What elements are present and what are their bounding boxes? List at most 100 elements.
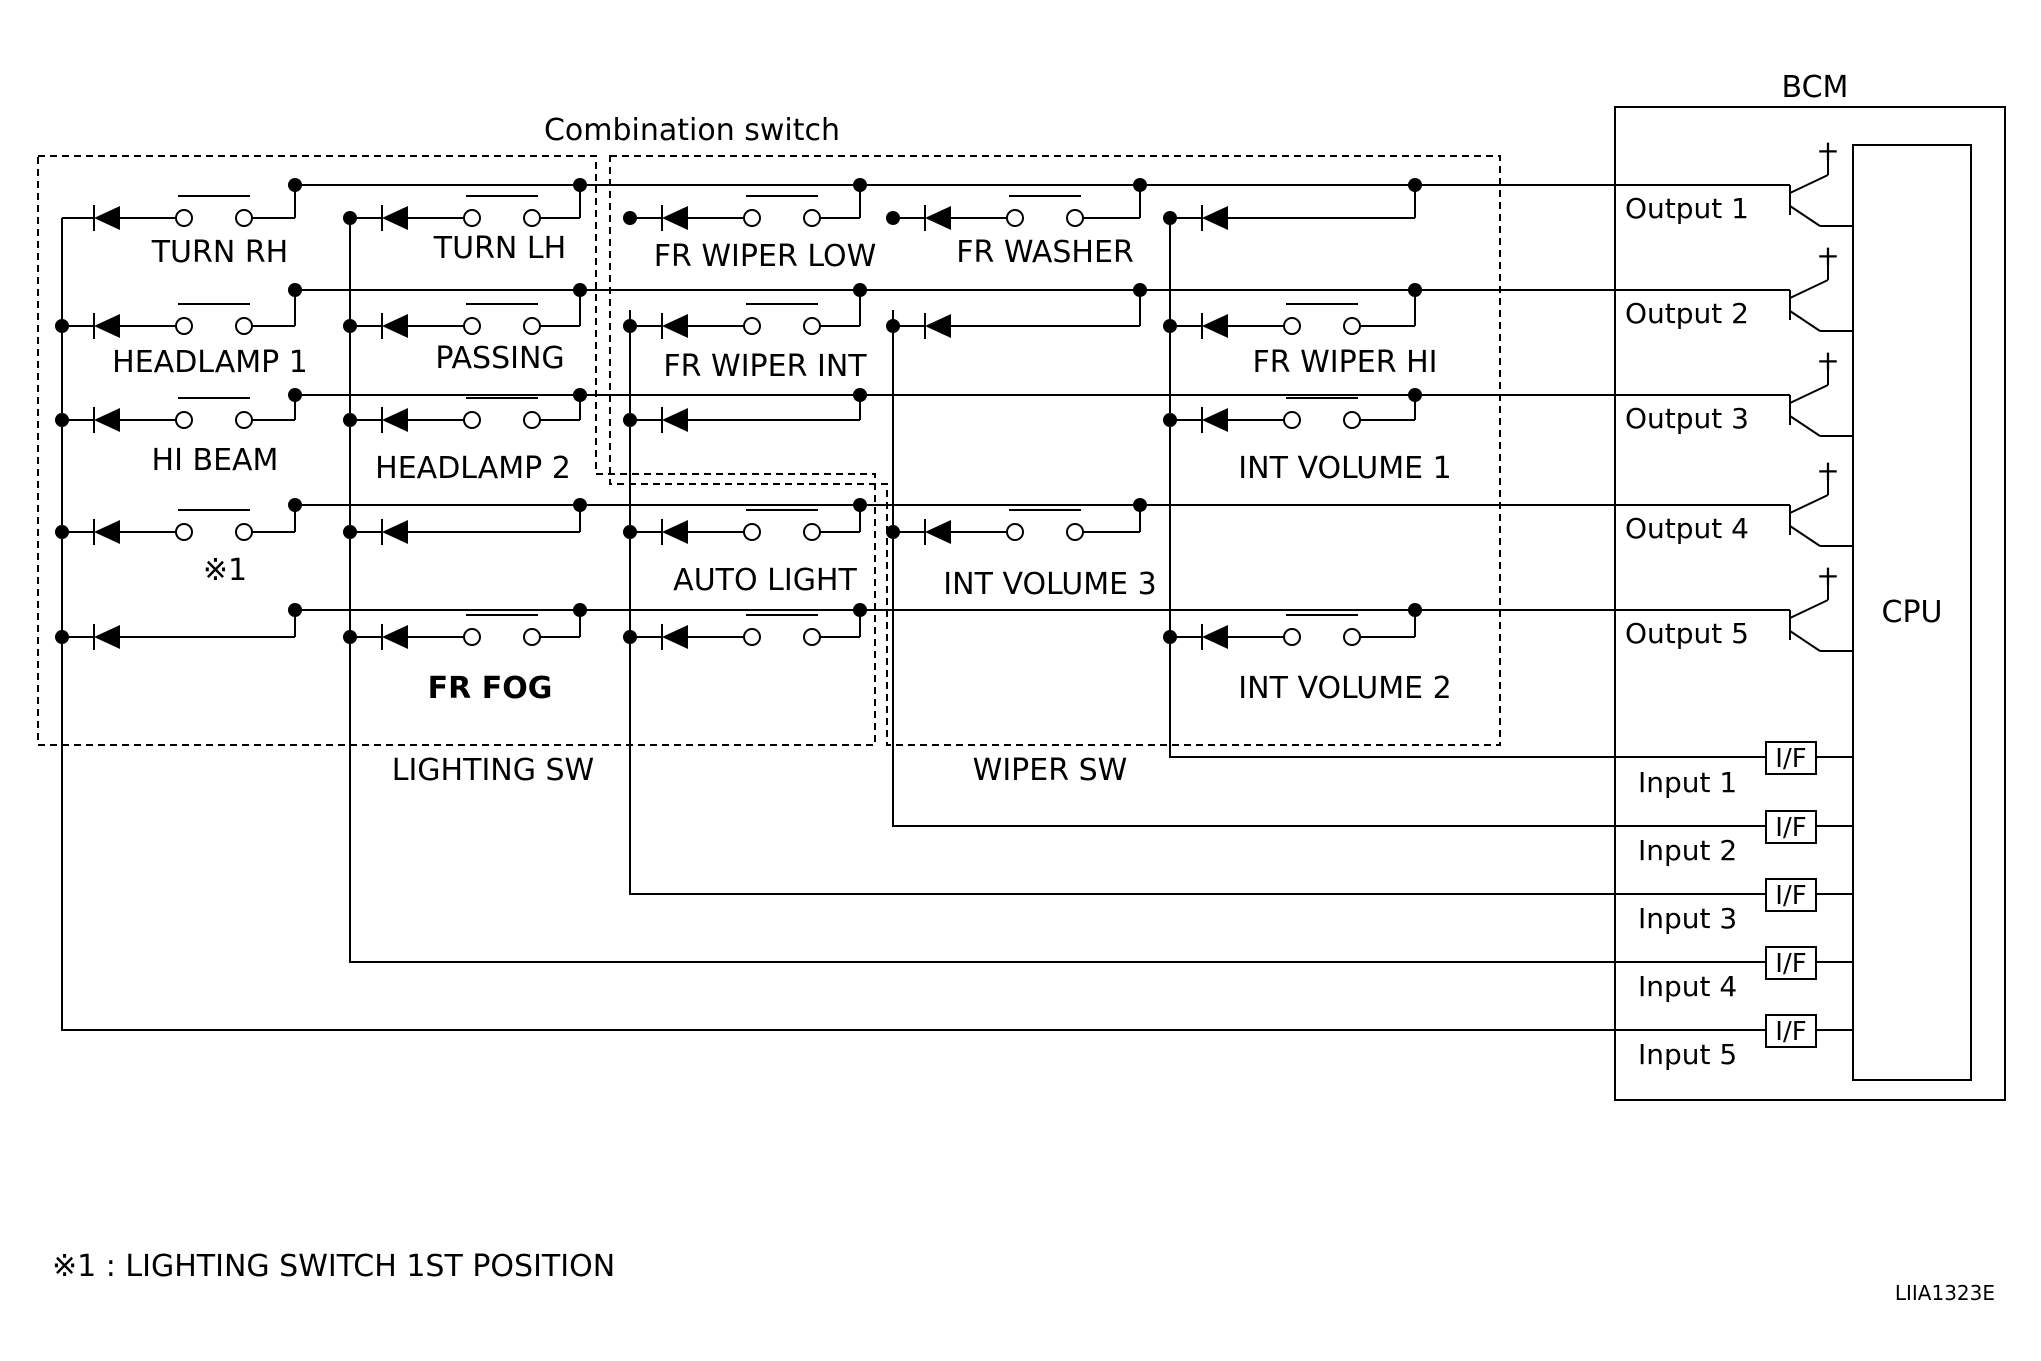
junction-dot [343,630,357,644]
junction-dot [1133,283,1147,297]
junction-dot [55,630,69,644]
junction-dot [55,525,69,539]
contact-terminal [175,209,193,227]
diode-triangle [382,625,408,649]
output-4-label: Output 4 [1625,512,1749,545]
junction-dot [573,388,587,402]
junction-dot [1163,319,1177,333]
junction-dot [853,603,867,617]
junction-dot [1163,211,1177,225]
junction-dot [288,603,302,617]
junction-dot [288,178,302,192]
fr-washer-label: FR WASHER [956,235,1134,270]
output-2-label: Output 2 [1625,297,1749,330]
if-label-2: I/F [1775,813,1806,843]
junction-dot [1408,603,1422,617]
diode-triangle [382,206,408,230]
contact-terminal [1006,209,1024,227]
junction-dot [55,319,69,333]
note-mark-label: ※1 [203,553,247,588]
diode-triangle [662,206,688,230]
junction-dot [343,211,357,225]
junction-dot [853,178,867,192]
junction-dot [853,283,867,297]
contact-terminal [1343,317,1361,335]
transistor-5 [1789,583,1853,652]
diode-triangle [94,625,120,649]
auto-light-label: AUTO LIGHT [673,563,857,598]
junction-dot [1133,498,1147,512]
junction-dot [886,525,900,539]
headlamp-1-label: HEADLAMP 1 [112,345,308,380]
contact-terminal [523,209,541,227]
contact-terminal [1006,523,1024,541]
diode-triangle [925,314,951,338]
diode-triangle [1202,206,1228,230]
contact-terminal [463,411,481,429]
diode-triangle [382,520,408,544]
junction-dot [853,388,867,402]
contact-terminal [743,317,761,335]
input-3-label: Input 3 [1638,902,1737,935]
plus-3: + [1816,344,1839,377]
junction-dot [573,603,587,617]
headlamp-2-label: HEADLAMP 2 [375,451,571,486]
contact-terminal [803,628,821,646]
cpu-label: CPU [1882,595,1943,630]
junction-dot [573,498,587,512]
junction-dot [623,211,637,225]
diode-triangle [662,625,688,649]
plus-4: + [1816,454,1839,487]
contact-terminal [235,317,253,335]
int-volume-3-label: INT VOLUME 3 [943,567,1156,602]
contact-terminal [1343,411,1361,429]
contact-terminal [1283,628,1301,646]
transistor-4 [1789,478,1853,547]
fr-wiper-int-label: FR WIPER INT [663,349,867,384]
contact-terminal [463,628,481,646]
junction-dot [288,388,302,402]
junction-dot [288,283,302,297]
junction-dot [623,319,637,333]
contact-terminal [235,411,253,429]
plus-2: + [1816,239,1839,272]
junction-dot [623,630,637,644]
diode-triangle [94,408,120,432]
contact-terminal [175,523,193,541]
input-2-label: Input 2 [1638,834,1737,867]
if-box-5 [1765,1014,1817,1048]
wiper-sw-box [609,155,1501,746]
int-volume-2-label: INT VOLUME 2 [1238,671,1451,706]
contact-terminal [523,411,541,429]
wiper-sw-label: WIPER SW [973,753,1128,788]
contact-terminal [463,317,481,335]
junction-dot [623,525,637,539]
fr-wiper-hi-label: FR WIPER HI [1253,345,1438,380]
contact-terminal [1066,523,1084,541]
if-label-5: I/F [1775,1017,1806,1047]
int-volume-1-label: INT VOLUME 1 [1238,451,1451,486]
contact-terminal [463,209,481,227]
junction-dot [288,498,302,512]
diode-triangle [94,206,120,230]
footnote: ※1 : LIGHTING SWITCH 1ST POSITION [52,1249,615,1284]
combination-switch-label: Combination switch [544,113,840,148]
output-5-label: Output 5 [1625,617,1749,650]
input-4-label: Input 4 [1638,970,1737,1003]
bcm-box [1614,106,2006,1101]
diode-triangle [925,520,951,544]
plus-1: + [1816,134,1839,167]
junction-dot [1408,388,1422,402]
diode-triangle [382,408,408,432]
junction-dot [1408,283,1422,297]
cpu-box [1852,144,1972,1081]
input-1-label: Input 1 [1638,766,1737,799]
figure-code: LIIA1323E [1895,1281,1995,1305]
hi-beam-label: HI BEAM [152,443,279,478]
if-box-1 [1765,741,1817,775]
if-box-4 [1765,946,1817,980]
contact-terminal [803,523,821,541]
input-bus-lines [61,215,1853,1031]
contact-terminal [803,209,821,227]
